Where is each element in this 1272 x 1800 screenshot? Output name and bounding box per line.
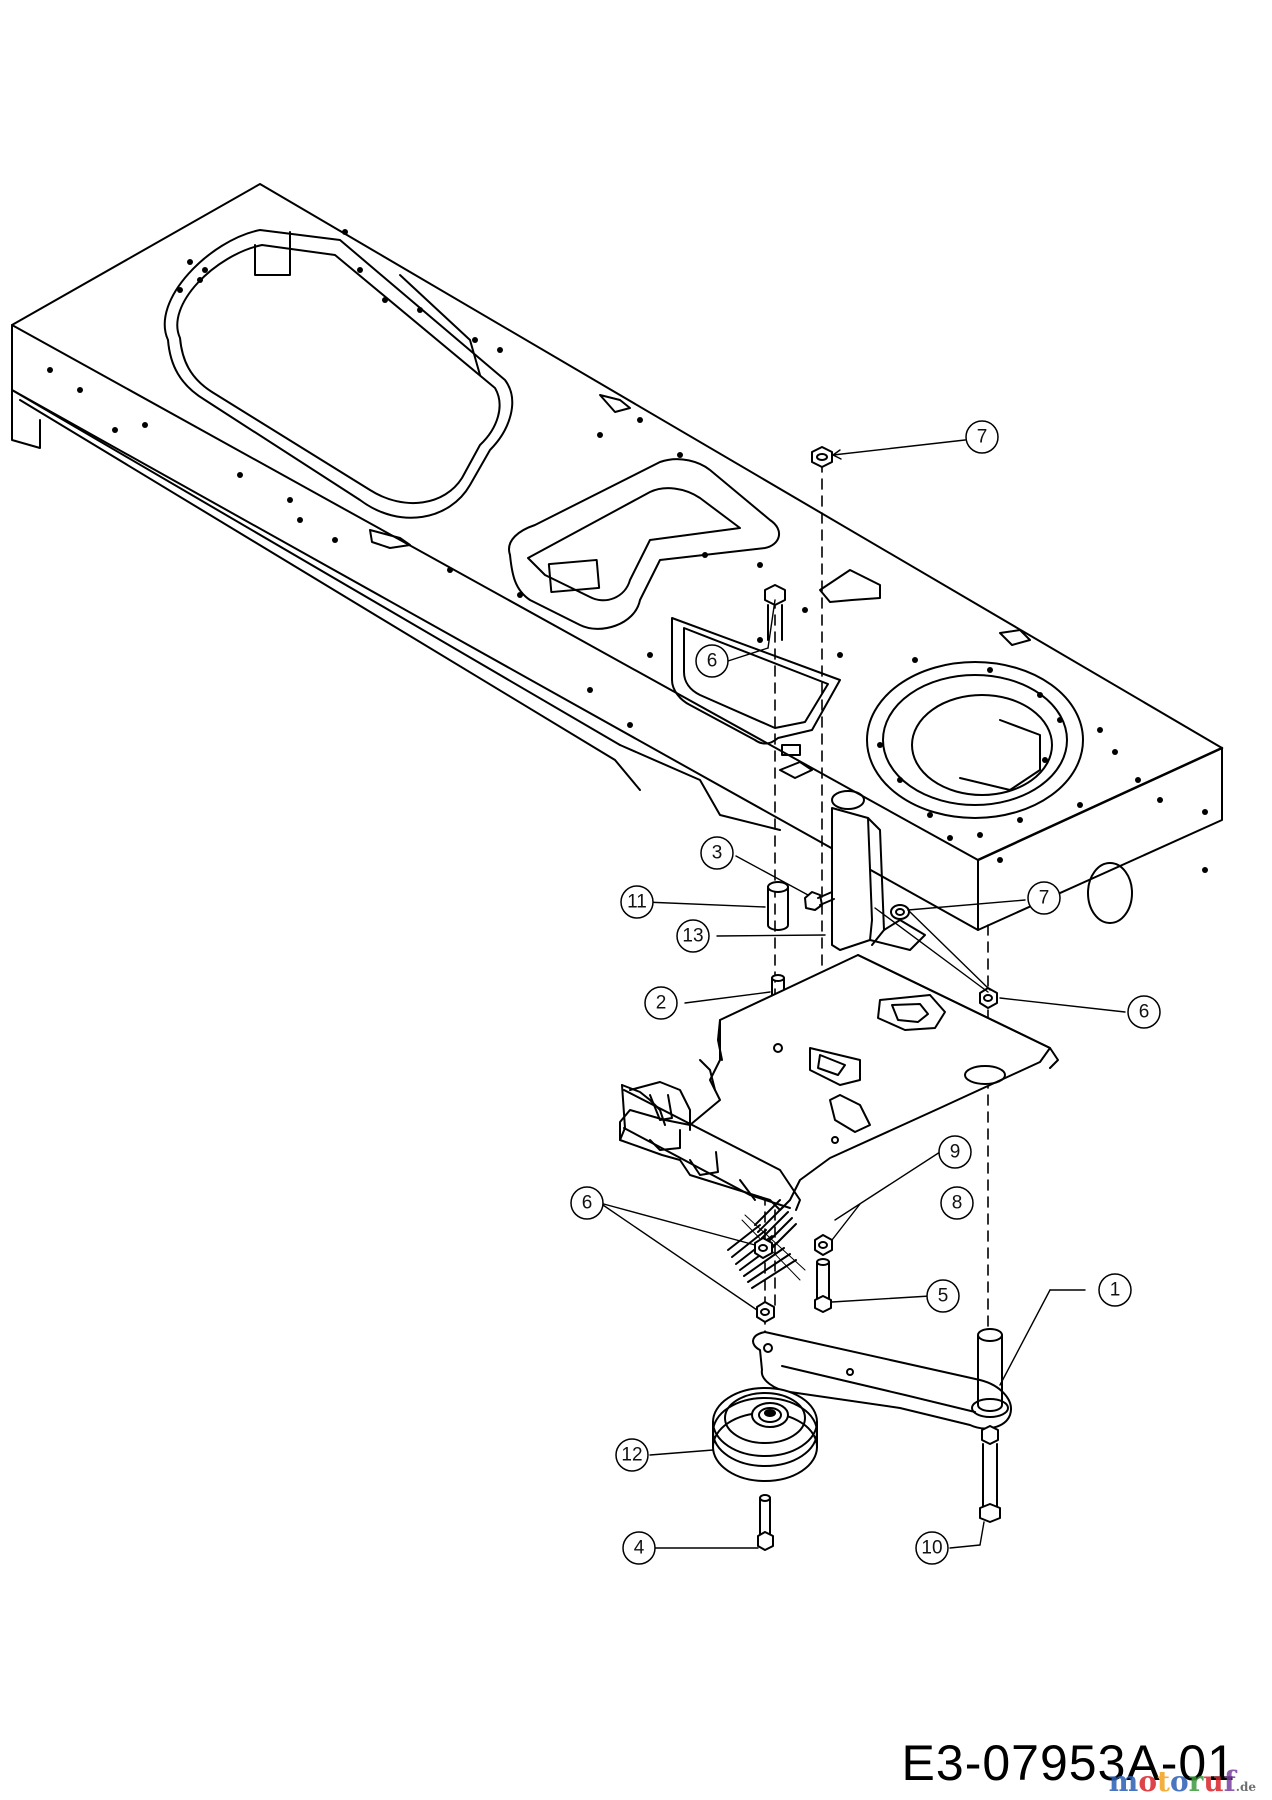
- svg-text:8: 8: [952, 1193, 963, 1214]
- callout-10: 10: [915, 1531, 949, 1565]
- frame-holes: [47, 229, 1208, 873]
- svg-text:6: 6: [582, 1193, 593, 1214]
- svg-text:13: 13: [682, 926, 703, 947]
- callout-6-lower: 6: [570, 1186, 604, 1220]
- idler-arm-1: [752, 1328, 1012, 1430]
- bolt-5: [814, 1258, 832, 1313]
- svg-text:6: 6: [707, 651, 718, 672]
- callout-7-mid: 7: [1027, 881, 1061, 915]
- watermark-letter: t: [1157, 1765, 1170, 1798]
- svg-text:5: 5: [938, 1286, 949, 1307]
- callout-6-right: 6: [1127, 995, 1161, 1029]
- svg-text:12: 12: [621, 1445, 642, 1466]
- svg-text:7: 7: [977, 427, 988, 448]
- svg-text:1: 1: [1110, 1280, 1121, 1301]
- watermark-letter: f: [1223, 1765, 1236, 1798]
- bolt-6-upper: [764, 584, 786, 641]
- spacer-11: [767, 881, 789, 931]
- bolt-4: [757, 1494, 774, 1551]
- hex-nut-6-lower-b: [756, 1301, 775, 1323]
- callout-9: 9: [938, 1135, 972, 1169]
- svg-text:2: 2: [656, 993, 667, 1014]
- drawing-code: E3-07953A-01: [901, 1735, 1236, 1791]
- watermark-letter: r: [1188, 1765, 1204, 1798]
- hex-nut-6-lower-a: [754, 1237, 773, 1259]
- hex-nut-7-mid: [890, 904, 910, 920]
- bolt-3: [804, 891, 835, 911]
- pulley-12: [712, 1387, 818, 1482]
- callout-8: 8: [940, 1186, 974, 1220]
- callout-12: 12: [615, 1438, 649, 1472]
- callout-11: 11: [620, 885, 654, 919]
- watermark-letter: o: [1169, 1765, 1189, 1798]
- svg-text:9: 9: [950, 1142, 961, 1163]
- callouts: 7 6 3 11 13 7 6 2 9 6 8 1 5 12 4 10: [570, 420, 1161, 1565]
- callout-3: 3: [700, 836, 734, 870]
- hex-nut-7-top: [811, 446, 833, 468]
- callout-2: 2: [644, 986, 678, 1020]
- hex-nut-6-right: [979, 987, 998, 1009]
- watermark-suffix: .de: [1235, 1780, 1256, 1794]
- callout-13: 13: [676, 919, 710, 953]
- bolt-10: [979, 1425, 1001, 1523]
- svg-text:7: 7: [1039, 888, 1050, 909]
- svg-text:3: 3: [712, 843, 723, 864]
- callout-1: 1: [1098, 1273, 1132, 1307]
- callout-5: 5: [926, 1279, 960, 1313]
- watermark-letter: m: [1108, 1765, 1139, 1798]
- watermark-letter: o: [1138, 1765, 1157, 1798]
- mounting-plate: [619, 954, 1059, 1211]
- svg-text:11: 11: [627, 892, 647, 913]
- callout-4: 4: [622, 1531, 656, 1565]
- svg-text:4: 4: [634, 1538, 645, 1559]
- svg-text:6: 6: [1139, 1002, 1150, 1023]
- hex-nut-8: [814, 1234, 833, 1256]
- callout-6-upper: 6: [695, 644, 729, 678]
- watermark-logo: motoruf.de: [1109, 1765, 1256, 1798]
- leader-lines: [599, 439, 1126, 1549]
- callout-7-top: 7: [965, 420, 999, 454]
- svg-text:10: 10: [921, 1538, 942, 1559]
- frame: [11, 183, 1224, 951]
- watermark-letter: u: [1203, 1765, 1224, 1798]
